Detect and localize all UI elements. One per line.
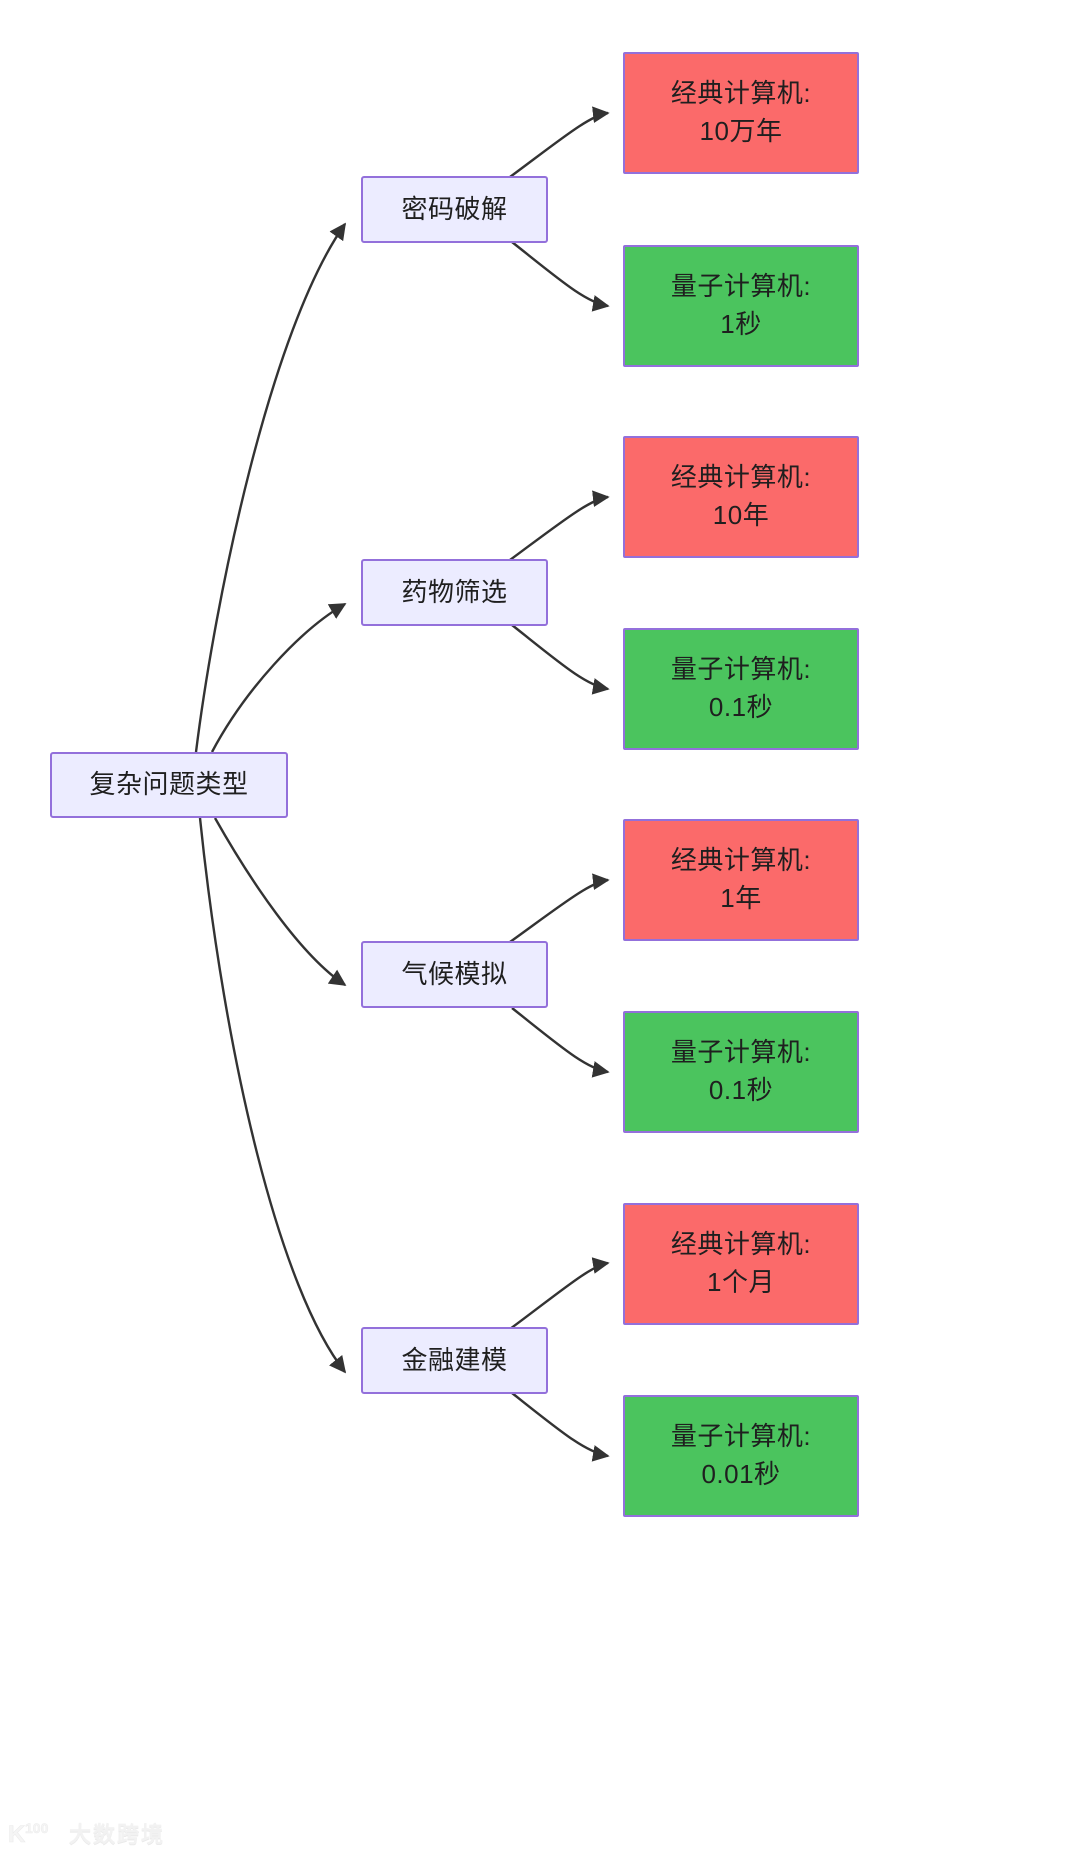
node-branch-4[interactable]: 金融建模 xyxy=(361,1327,548,1394)
node-branch-1-quantum[interactable]: 量子计算机: 1秒 xyxy=(623,245,859,367)
result-title: 经典计算机: xyxy=(670,78,812,109)
result-value: 1个月 xyxy=(707,1267,775,1297)
result-value: 0.01秒 xyxy=(701,1459,781,1489)
result-value: 10万年 xyxy=(699,116,783,146)
node-branch-2-classic[interactable]: 经典计算机: 10年 xyxy=(623,436,859,558)
edge-root-to-branch-3 xyxy=(213,817,347,986)
edge-branch-3-to-classic xyxy=(509,873,610,943)
node-branch-4-label: 金融建模 xyxy=(401,1344,508,1375)
result-title: 量子计算机: xyxy=(670,654,812,685)
result-value: 0.1秒 xyxy=(708,1075,774,1105)
result-title: 量子计算机: xyxy=(670,271,812,302)
node-branch-3-classic[interactable]: 经典计算机: 1年 xyxy=(623,819,859,941)
node-branch-2-label: 药物筛选 xyxy=(401,576,508,607)
edge-root-to-branch-2 xyxy=(210,602,347,753)
edge-branch-4-to-classic xyxy=(509,1257,610,1330)
node-root-label: 复杂问题类型 xyxy=(89,769,249,800)
edge-branch-2-to-classic xyxy=(509,490,610,561)
result-title: 量子计算机: xyxy=(670,1421,812,1452)
node-branch-3-label: 气候模拟 xyxy=(401,958,508,989)
result-value: 1秒 xyxy=(720,309,762,339)
result-value: 10年 xyxy=(712,500,770,530)
watermark: K 100 大数跨境 xyxy=(8,1817,165,1849)
result-title: 经典计算机: xyxy=(670,845,812,876)
edge-branch-3-to-quantum xyxy=(511,1007,610,1078)
svg-text:100: 100 xyxy=(25,1820,49,1836)
node-branch-1[interactable]: 密码破解 xyxy=(361,176,548,243)
edge-root-to-branch-1 xyxy=(194,222,346,753)
node-branch-3-quantum[interactable]: 量子计算机: 0.1秒 xyxy=(623,1011,859,1133)
node-root[interactable]: 复杂问题类型 xyxy=(50,752,288,818)
edge-branch-1-to-quantum xyxy=(511,241,610,312)
node-branch-4-quantum[interactable]: 量子计算机: 0.01秒 xyxy=(623,1395,859,1517)
node-branch-1-classic[interactable]: 经典计算机: 10万年 xyxy=(623,52,859,174)
result-title: 经典计算机: xyxy=(670,462,812,493)
edge-branch-2-to-quantum xyxy=(511,624,610,695)
edge-branch-1-to-classic xyxy=(509,106,610,178)
svg-text:K: K xyxy=(8,1821,26,1847)
node-branch-4-classic[interactable]: 经典计算机: 1个月 xyxy=(623,1203,859,1325)
watermark-text: 大数跨境 xyxy=(69,1822,166,1847)
result-value: 1年 xyxy=(720,883,762,913)
result-title: 经典计算机: xyxy=(670,1229,812,1260)
k100-logo-icon: K 100 xyxy=(8,1820,49,1847)
edge-branch-4-to-quantum xyxy=(511,1392,610,1462)
node-branch-3[interactable]: 气候模拟 xyxy=(361,941,548,1008)
result-value: 0.1秒 xyxy=(708,692,774,722)
edge-root-to-branch-4 xyxy=(198,817,347,1374)
node-branch-2-quantum[interactable]: 量子计算机: 0.1秒 xyxy=(623,628,859,750)
result-title: 量子计算机: xyxy=(670,1037,812,1068)
node-branch-1-label: 密码破解 xyxy=(401,193,508,224)
node-branch-2[interactable]: 药物筛选 xyxy=(361,559,548,626)
